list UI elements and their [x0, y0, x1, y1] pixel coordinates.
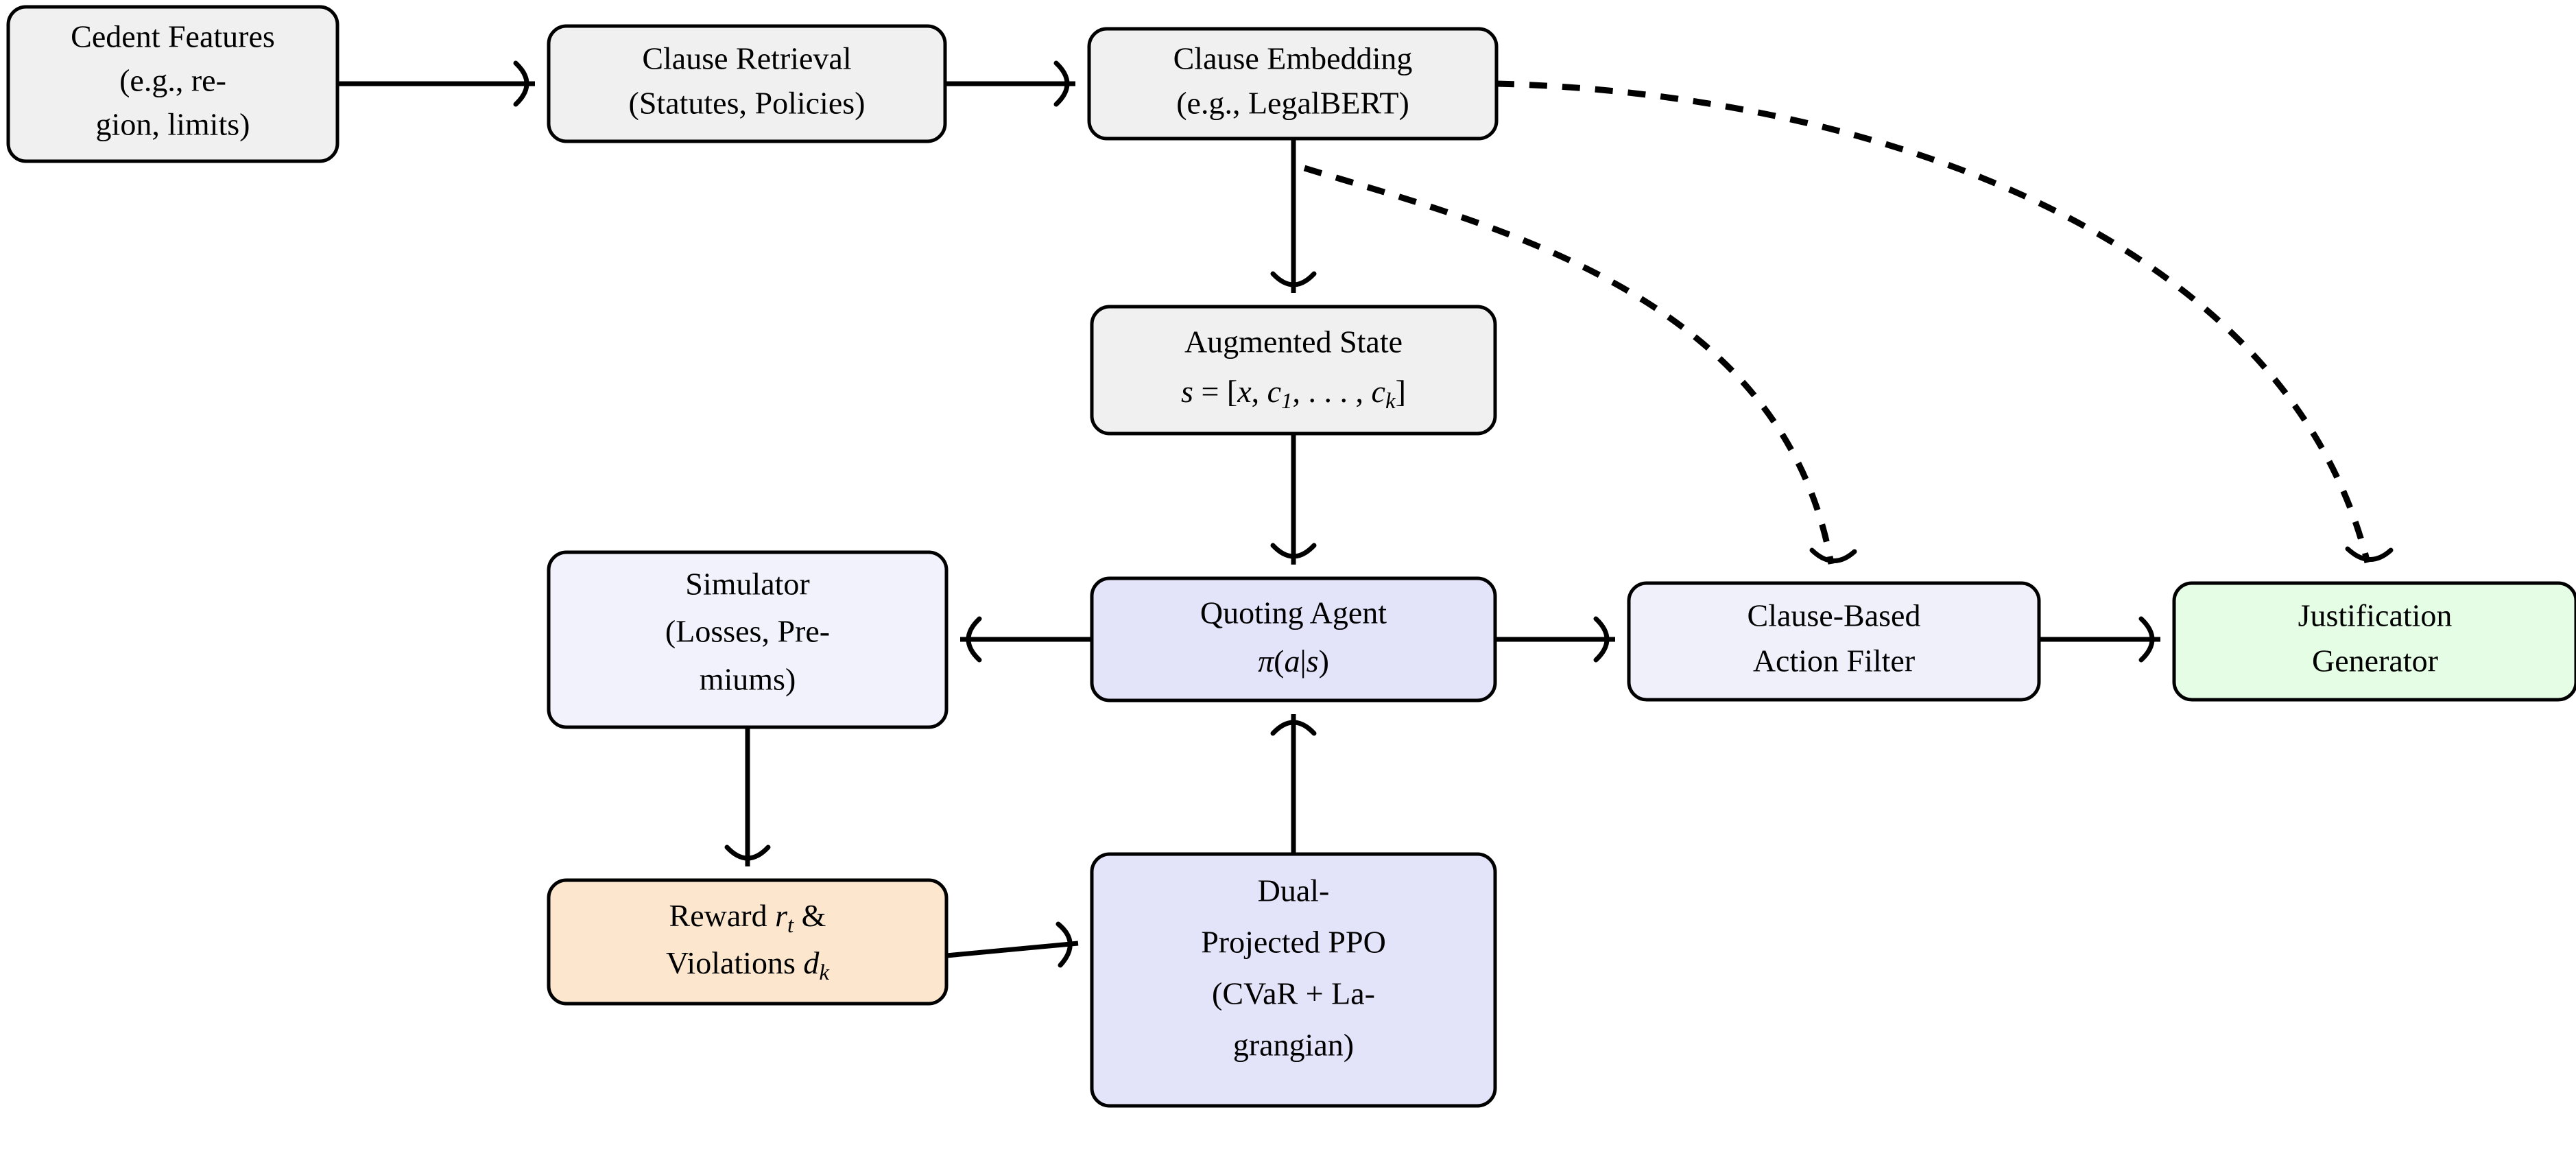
clause-based-action-filter-line-1: Clause-Based — [1748, 598, 1921, 633]
clause-embedding-line-1: Clause Embedding — [1173, 41, 1413, 76]
clause-retrieval-box[interactable] — [547, 24, 947, 143]
node-dual-projected-ppo[interactable]: Dual- Projected PPO (CVaR + La- grangian… — [1090, 852, 1497, 1108]
node-simulator[interactable]: Simulator (Losses, Pre- miums) — [547, 550, 949, 729]
justification-generator-line-1: Justification — [2298, 598, 2453, 633]
justification-generator-line-2: Generator — [2312, 643, 2438, 678]
augmented-state-box[interactable] — [1090, 305, 1497, 436]
reward-violations-line-2: Violations dk — [666, 945, 830, 985]
node-reward-violations[interactable]: Reward rt & Violations dk — [547, 878, 949, 1006]
edge-state-to-agent — [1270, 434, 1317, 565]
edge-embedding-to-filter — [1303, 165, 1857, 565]
augmented-state-formula: s = [x, c1, . . . , ck] — [1181, 374, 1406, 414]
cedent-features-line-2: (e.g., re- — [119, 63, 226, 98]
edge-ppo-to-agent — [1270, 714, 1317, 854]
clause-based-action-filter-line-2: Action Filter — [1753, 643, 1915, 678]
reward-violations-line-1: Reward rt & — [669, 898, 826, 938]
edge-embedding-to-state — [1270, 139, 1317, 293]
justification-generator-box[interactable] — [2172, 581, 2576, 702]
cedent-features-line-1: Cedent Features — [71, 19, 275, 54]
simulator-line-2: (Losses, Pre- — [665, 614, 830, 649]
clause-based-action-filter-box[interactable] — [1627, 581, 2041, 702]
simulator-line-3: miums) — [700, 662, 796, 697]
node-clause-retrieval[interactable]: Clause Retrieval (Statutes, Policies) — [547, 24, 947, 143]
dual-projected-ppo-line-4: grangian) — [1233, 1028, 1354, 1063]
edge-reward-to-ppo — [946, 921, 1079, 968]
edge-agent-to-simulator — [960, 616, 1092, 663]
dual-projected-ppo-box[interactable] — [1090, 852, 1497, 1108]
clause-embedding-line-2: (e.g., LegalBERT) — [1176, 86, 1409, 121]
quoting-agent-box[interactable] — [1090, 576, 1497, 702]
edge-simulator-to-reward — [724, 727, 771, 866]
reward-violations-box[interactable] — [547, 878, 949, 1006]
node-clause-based-action-filter[interactable]: Clause-Based Action Filter — [1627, 581, 2041, 702]
dual-projected-ppo-line-3: (CVaR + La- — [1212, 976, 1375, 1011]
simulator-line-1: Simulator — [685, 567, 809, 602]
augmented-state-title: Augmented State — [1184, 324, 1403, 359]
cedent-features-box[interactable] — [6, 5, 339, 163]
edge-embedding-to-justification — [1496, 80, 2394, 564]
clause-retrieval-line-1: Clause Retrieval — [642, 41, 851, 76]
quoting-agent-title: Quoting Agent — [1200, 595, 1387, 630]
node-justification-generator[interactable]: Justification Generator — [2172, 581, 2576, 702]
dual-projected-ppo-line-2: Projected PPO — [1201, 925, 1386, 960]
cedent-features-line-3: gion, limits) — [96, 107, 250, 142]
quoting-agent-formula: π(a|s) — [1258, 643, 1329, 678]
node-quoting-agent[interactable]: Quoting Agent π(a|s) — [1090, 576, 1497, 702]
edge-agent-to-filter — [1495, 616, 1615, 663]
clause-embedding-box[interactable] — [1087, 27, 1499, 141]
edge-retrieval-to-embedding — [945, 60, 1075, 107]
clause-retrieval-line-2: (Statutes, Policies) — [629, 86, 866, 121]
dual-projected-ppo-line-1: Dual- — [1258, 873, 1330, 908]
simulator-box[interactable] — [547, 550, 949, 729]
node-clause-embedding[interactable]: Clause Embedding (e.g., LegalBERT) — [1087, 27, 1499, 141]
node-augmented-state[interactable]: Augmented State s = [x, c1, . . . , ck] — [1090, 305, 1497, 436]
edge-cedent-to-retrieval — [337, 60, 535, 107]
edge-filter-to-justification — [2039, 616, 2160, 663]
node-cedent-features[interactable]: Cedent Features (e.g., re- gion, limits) — [6, 5, 339, 163]
